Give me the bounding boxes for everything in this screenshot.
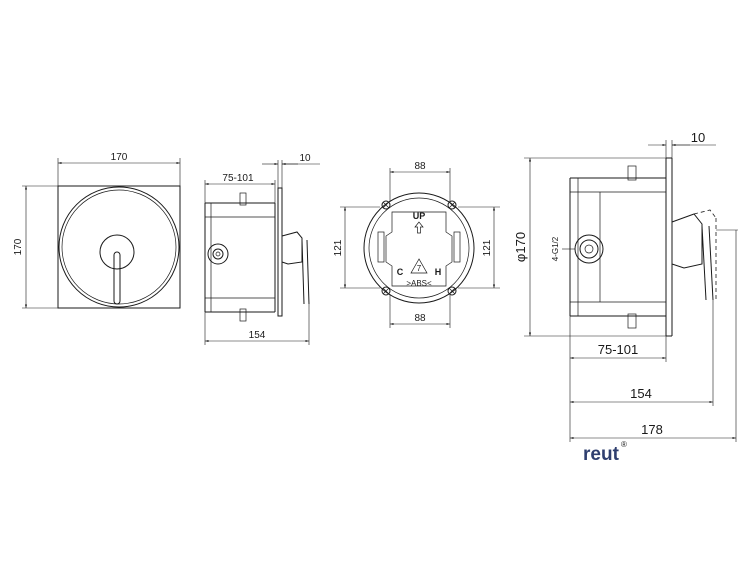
screw	[381, 286, 391, 296]
box-right-dim: 121	[482, 239, 493, 256]
cover-plate-inner-ring	[61, 189, 177, 305]
inlet-fitting-outer	[207, 243, 229, 265]
cover-plate-circle	[58, 186, 180, 308]
recycle-icon	[410, 258, 428, 274]
bracket-top	[239, 192, 247, 206]
material-label: >ABS<	[406, 279, 432, 288]
inlet-fitting-core	[215, 251, 221, 257]
lever-handle	[113, 251, 121, 305]
lever	[301, 239, 305, 305]
up-arrow-icon	[414, 221, 424, 234]
lever-edge	[708, 225, 714, 301]
brand-mark: ®	[621, 440, 627, 449]
screw	[447, 200, 457, 210]
inlet-fitting-inner	[212, 248, 224, 260]
side-range-dim: 75-101	[222, 173, 254, 184]
box-bottom-dim: 88	[414, 313, 426, 324]
front-view: 170 170	[13, 152, 181, 309]
inlet-fitting-outer	[574, 234, 604, 264]
side-view: 10 75-101 154	[204, 153, 320, 345]
front-height-dim: 170	[13, 238, 24, 255]
screw	[447, 286, 457, 296]
bracket-bottom	[239, 308, 247, 322]
front-width-dim: 170	[111, 152, 128, 163]
large-top-dim: 10	[691, 130, 705, 145]
large-depth-dim: 154	[630, 386, 652, 401]
large-diameter-dim: φ170	[513, 232, 528, 262]
inlet-fitting-core	[584, 244, 594, 254]
brand-logo: reut ®	[583, 440, 627, 465]
side-top-dim: 10	[299, 153, 311, 164]
box-left-dim: 121	[333, 239, 344, 256]
inlet-fitting-mid	[579, 239, 599, 259]
box-view: UP C H 7 >ABS< 88 88 121 121	[333, 161, 500, 328]
cold-label: C	[397, 267, 404, 277]
handle-body	[281, 231, 303, 265]
up-label: UP	[413, 211, 426, 221]
large-range-dim: 75-101	[598, 342, 638, 357]
recycle-code: 7	[417, 264, 422, 273]
inner-panel	[385, 211, 453, 287]
side-bottom-dim: 154	[249, 330, 266, 341]
hot-label: H	[435, 267, 442, 277]
side-slot-right	[453, 231, 461, 263]
large-total-dim: 178	[641, 422, 663, 437]
lever-edge	[306, 239, 310, 305]
handle-body	[671, 213, 703, 269]
cover-plate-outline	[57, 185, 181, 309]
wall-plate-side	[277, 187, 283, 317]
bracket-bottom	[627, 313, 637, 329]
brand-name: reut	[583, 444, 620, 465]
box-top-dim: 88	[414, 161, 426, 172]
thread-label: 4-G1/2	[551, 236, 560, 261]
box-housing-circle	[363, 192, 475, 304]
side-slot-left	[377, 231, 385, 263]
box-housing-inner	[368, 197, 470, 299]
bracket-top	[627, 165, 637, 181]
handle-base-circle	[99, 234, 135, 270]
lever-alt-position	[693, 209, 717, 219]
screw	[381, 200, 391, 210]
large-side-view: 10 φ170 4-G1/2 75-101 154 178	[513, 130, 738, 442]
lever	[701, 225, 707, 301]
